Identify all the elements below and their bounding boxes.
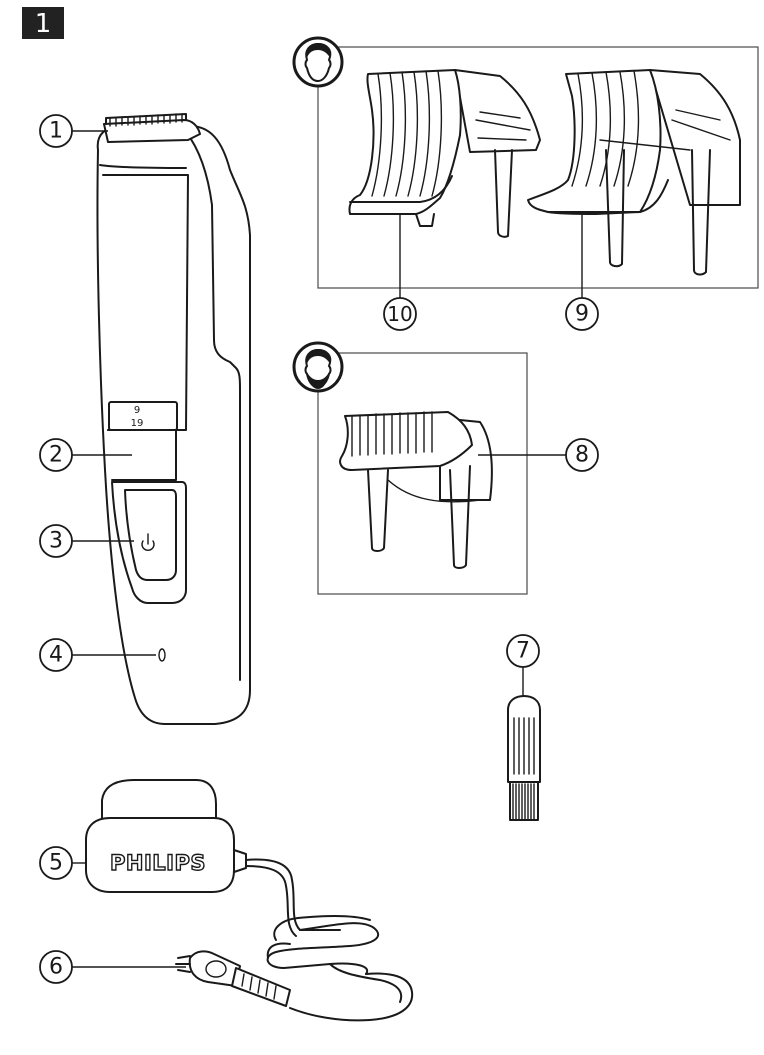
callout-number: 3: [49, 529, 63, 554]
callout-group-1: 1: [39, 114, 108, 148]
power-adapter: PHILIPS: [85, 779, 247, 893]
callout-number: 7: [516, 639, 530, 664]
callout-number: 9: [575, 302, 589, 327]
face-beard-icon: [292, 341, 344, 393]
figure-number: 1: [35, 9, 52, 39]
face-hair-icon: [292, 36, 344, 88]
hair-comb-small: [348, 69, 541, 238]
callout-number: 5: [49, 851, 63, 876]
hair-comb-large: [527, 69, 741, 276]
callout-number: 2: [49, 443, 63, 468]
length-setting-top: 9: [134, 405, 140, 416]
callout-group-8: 8: [478, 438, 599, 472]
callout-number: 1: [49, 119, 63, 144]
beard-comb-panel: [317, 352, 528, 595]
hair-combs-panel: [317, 46, 759, 289]
trimmer-handle: 9 19: [96, 113, 251, 725]
callout-group-4: 4: [39, 638, 156, 672]
figure-number-badge: 1: [22, 7, 64, 39]
callout-group-10: 10: [383, 214, 417, 331]
callout-number: 10: [387, 302, 412, 326]
callout-group-7: 7: [506, 634, 540, 696]
brand-label: PHILIPS: [110, 851, 206, 875]
callout-group-6: 6: [39, 950, 186, 984]
power-icon: [141, 533, 155, 551]
callout-group-2: 2: [39, 438, 132, 472]
callout-number: 4: [49, 643, 63, 668]
cleaning-brush: [507, 695, 541, 821]
callout-group-5: 5: [39, 846, 86, 880]
callout-number: 8: [575, 443, 589, 468]
charging-light: [158, 648, 166, 662]
length-setting-bottom: 19: [131, 418, 144, 429]
power-cord: [175, 858, 414, 1022]
beard-comb: [339, 411, 493, 569]
callout-group-3: 3: [39, 524, 134, 558]
callout-number: 6: [49, 955, 63, 980]
callout-group-9: 9: [565, 212, 599, 331]
